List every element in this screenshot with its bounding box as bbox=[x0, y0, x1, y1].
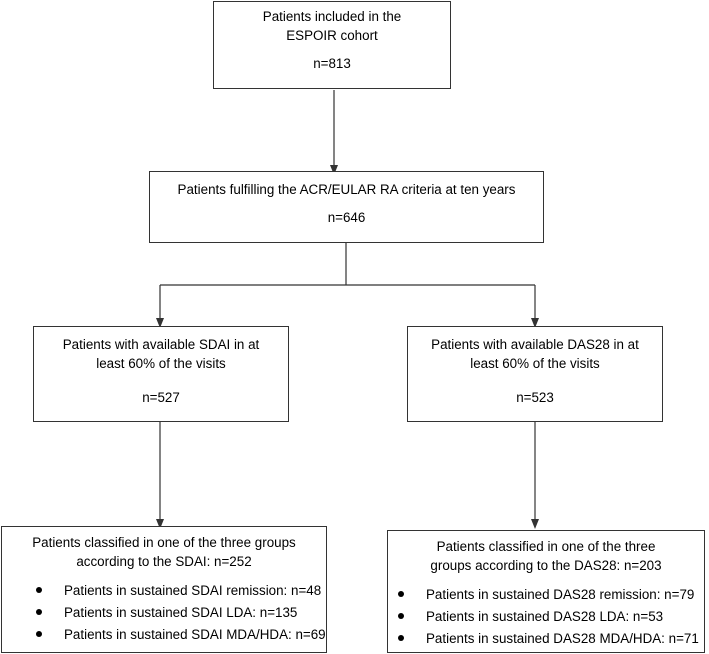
das28-remission: Patients in sustained DAS28 remission: n… bbox=[426, 587, 695, 602]
list-item: Patients in sustained SDAI MDA/HDA: n=69 bbox=[36, 624, 326, 646]
das28-count: n=523 bbox=[516, 390, 554, 405]
sdai-classified-text: Patients classified in one of the three … bbox=[32, 535, 296, 569]
box-fulfilling-criteria: Patients fulfilling the ACR/EULAR RA cri… bbox=[149, 171, 544, 243]
box-das28-available: Patients with available DAS28 in at leas… bbox=[407, 326, 663, 422]
box-sdai-available: Patients with available SDAI in at least… bbox=[33, 326, 289, 422]
sdai-group-list: Patients in sustained SDAI remission: n=… bbox=[36, 580, 326, 646]
sdai-count: n=527 bbox=[142, 390, 180, 405]
sdai-lda: Patients in sustained SDAI LDA: n=135 bbox=[64, 605, 298, 620]
box-sdai-classified: Patients classified in one of the three … bbox=[1, 526, 327, 653]
included-text: Patients included in the ESPOIR cohort bbox=[262, 9, 402, 43]
bullet-icon bbox=[398, 591, 404, 598]
bullet-icon bbox=[398, 635, 404, 642]
das28-classified-text: Patients classified in one of the three … bbox=[430, 539, 662, 573]
bullet-icon bbox=[398, 613, 404, 620]
list-item: Patients in sustained SDAI LDA: n=135 bbox=[36, 602, 326, 624]
list-item: Patients in sustained DAS28 MDA/HDA: n=7… bbox=[398, 628, 704, 650]
bullet-icon bbox=[36, 609, 42, 616]
das28-mda-hda: Patients in sustained DAS28 MDA/HDA: n=7… bbox=[426, 631, 699, 646]
sdai-text: Patients with available SDAI in at least… bbox=[62, 337, 260, 371]
das28-lda: Patients in sustained DAS28 LDA: n=53 bbox=[426, 609, 664, 624]
list-item: Patients in sustained DAS28 remission: n… bbox=[398, 584, 704, 606]
box-das28-classified: Patients classified in one of the three … bbox=[387, 530, 705, 653]
bullet-icon bbox=[36, 587, 42, 594]
sdai-remission: Patients in sustained SDAI remission: n=… bbox=[64, 583, 322, 598]
sdai-mda-hda: Patients in sustained SDAI MDA/HDA: n=69 bbox=[64, 627, 326, 642]
list-item: Patients in sustained SDAI remission: n=… bbox=[36, 580, 326, 602]
das28-group-list: Patients in sustained DAS28 remission: n… bbox=[398, 584, 704, 650]
box-included-cohort: Patients included in the ESPOIR cohort n… bbox=[213, 1, 451, 89]
das28-text: Patients with available DAS28 in at leas… bbox=[431, 337, 639, 371]
fulfilling-count: n=646 bbox=[327, 210, 366, 225]
included-count: n=813 bbox=[313, 56, 351, 71]
fulfilling-text: Patients fulfilling the ACR/EULAR RA cri… bbox=[177, 182, 516, 197]
list-item: Patients in sustained DAS28 LDA: n=53 bbox=[398, 606, 704, 628]
bullet-icon bbox=[36, 631, 42, 638]
